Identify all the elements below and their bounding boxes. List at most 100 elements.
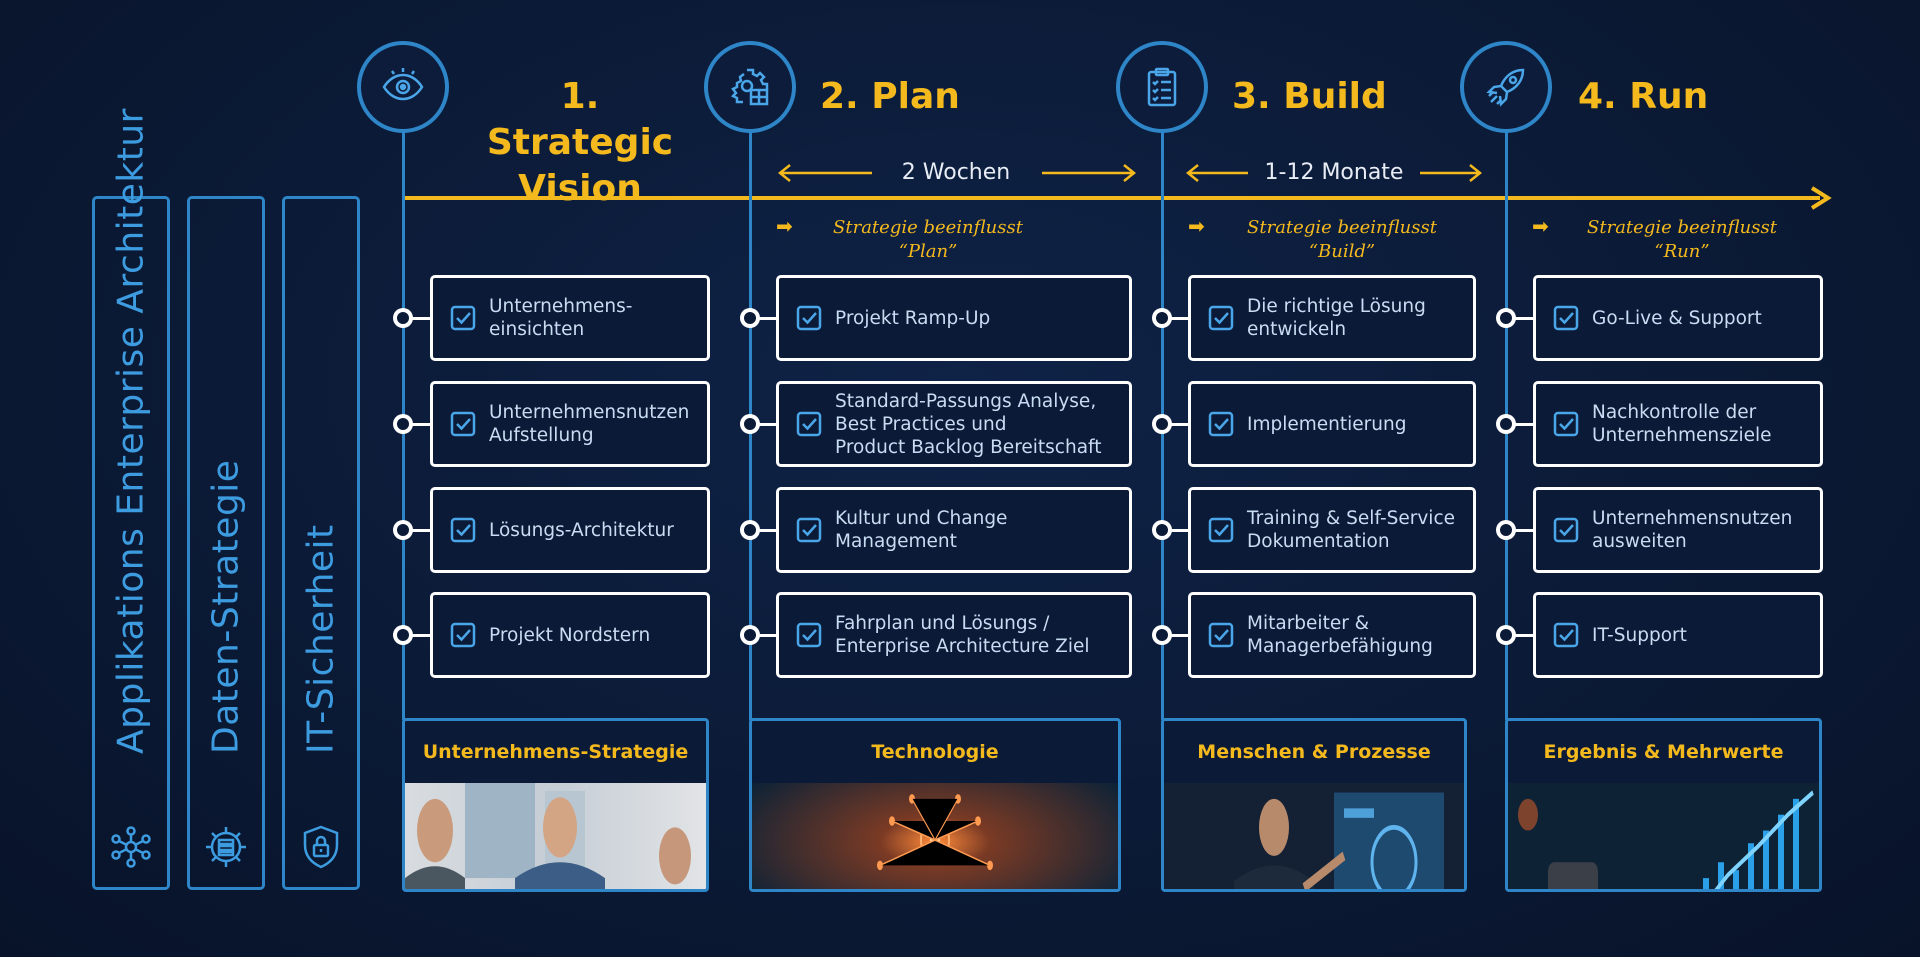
phase-1-title-line1: 1. Strategic — [486, 76, 674, 163]
connector-line — [1171, 423, 1188, 426]
growth-chart-photo — [1508, 783, 1819, 889]
panel-results-value-title: Ergebnis & Mehrwerte — [1543, 741, 1784, 763]
phase-1-title: 1. Strategic Vision — [468, 74, 692, 212]
checkbox-checked-icon — [1553, 305, 1579, 331]
phase-2-circle — [704, 41, 796, 133]
note-run-line2: “Run” — [1654, 241, 1710, 262]
sidebar-box-data-strategy: Daten-Strategie — [187, 196, 265, 890]
network-nodes-icon — [111, 826, 151, 868]
task-card: Lösungs-Architektur — [430, 487, 710, 573]
task-card: IT-Support — [1533, 592, 1823, 678]
connector-line — [759, 529, 776, 532]
note-build: Strategie beeinflusst “Build” — [1222, 216, 1462, 264]
panel-technology-title: Technologie — [871, 741, 999, 763]
connector-line — [1171, 529, 1188, 532]
connector-dot — [393, 520, 413, 540]
gear-grid-icon — [730, 68, 769, 106]
connector-dot — [393, 414, 413, 434]
connector-dot — [393, 308, 413, 328]
checkbox-checked-icon — [1208, 517, 1234, 543]
phase-4-circle — [1460, 41, 1552, 133]
phase-4-title-text: 4. Run — [1578, 76, 1709, 117]
note-arrow-icon-plan: ➡ — [776, 214, 793, 238]
phase-2-title-text: 2. Plan — [820, 76, 960, 117]
phase-3-circle — [1116, 41, 1208, 133]
connector-line — [1515, 634, 1533, 637]
checkbox-checked-icon — [796, 411, 822, 437]
task-card-label: Implementierung — [1247, 413, 1407, 435]
connector-line — [759, 634, 776, 637]
panel-business-strategy: Unternehmens-Strategie — [402, 718, 709, 892]
task-card: Fahrplan und Lösungs / Enterprise Archit… — [776, 592, 1132, 678]
connector-line — [1515, 317, 1533, 320]
data-gear-icon — [206, 827, 246, 867]
connector-dot — [1152, 414, 1172, 434]
duration-plan: 2 Wochen — [901, 160, 1011, 185]
task-card: Standard-Passungs Analyse, Best Practice… — [776, 381, 1132, 467]
connector-line — [412, 317, 430, 320]
checkbox-checked-icon — [450, 517, 476, 543]
connector-dot — [1496, 414, 1516, 434]
task-card-label: Kultur und Change Management — [835, 508, 1008, 552]
connector-line — [1515, 529, 1533, 532]
duration-arrow-plan — [778, 164, 1136, 182]
sidebar-label-it-security: IT-Sicherheit — [300, 524, 342, 754]
panel-people-processes-title: Menschen & Prozesse — [1197, 741, 1431, 763]
eye-icon — [382, 68, 424, 101]
note-arrow-icon-run: ➡ — [1532, 214, 1549, 238]
task-card-label: Standard-Passungs Analyse, Best Practice… — [835, 390, 1102, 458]
timeline-arrow — [402, 186, 1832, 210]
connector-dot — [1152, 520, 1172, 540]
connector-dot — [1496, 520, 1516, 540]
connector-dot — [740, 308, 760, 328]
checkbox-checked-icon — [450, 411, 476, 437]
checkbox-checked-icon — [796, 305, 822, 331]
phase-3-title: 3. Build — [1232, 74, 1387, 120]
connector-dot — [740, 625, 760, 645]
sidebar-box-enterprise-architecture: Applikations Enterprise Architektur — [92, 108, 170, 890]
checkbox-checked-icon — [1208, 305, 1234, 331]
task-card-label: Lösungs-Architektur — [489, 519, 674, 541]
note-plan-line1: Strategie beeinflusst — [833, 217, 1023, 238]
clipboard-checklist-icon — [1147, 67, 1177, 107]
note-plan: Strategie beeinflusst “Plan” — [808, 216, 1048, 264]
phase-3-title-text: 3. Build — [1232, 76, 1387, 117]
task-card-label: IT-Support — [1592, 624, 1687, 646]
checkbox-checked-icon — [450, 622, 476, 648]
note-build-line2: “Build” — [1308, 241, 1376, 262]
meeting-photo — [405, 783, 706, 889]
panel-technology: Technologie — [749, 718, 1121, 892]
connector-line — [759, 317, 776, 320]
task-card-label: Unternehmens- einsichten — [489, 296, 633, 340]
sidebar-label-data-strategy: Daten-Strategie — [205, 459, 247, 754]
checkbox-checked-icon — [796, 517, 822, 543]
task-card-label: Training & Self-Service Dokumentation — [1247, 508, 1455, 552]
panel-results-value: Ergebnis & Mehrwerte — [1505, 718, 1822, 892]
note-run-line1: Strategie beeinflusst — [1587, 217, 1777, 238]
task-card: Kultur und Change Management — [776, 487, 1132, 573]
task-card: Projekt Nordstern — [430, 592, 710, 678]
task-card: Unternehmens- einsichten — [430, 275, 710, 361]
connector-dot — [1496, 625, 1516, 645]
task-card: Projekt Ramp-Up — [776, 275, 1132, 361]
connector-line — [412, 634, 430, 637]
connector-dot — [740, 520, 760, 540]
checkbox-checked-icon — [1208, 622, 1234, 648]
task-card-label: Nachkontrolle der Unternehmensziele — [1592, 402, 1772, 446]
connector-line — [412, 423, 430, 426]
note-build-line1: Strategie beeinflusst — [1247, 217, 1437, 238]
duration-arrow-build — [1186, 164, 1482, 182]
task-card: Mitarbeiter & Managerbefähigung — [1188, 592, 1476, 678]
task-card: Training & Self-Service Dokumentation — [1188, 487, 1476, 573]
task-card-label: Projekt Ramp-Up — [835, 307, 991, 329]
connector-line — [1171, 634, 1188, 637]
note-run: Strategie beeinflusst “Run” — [1562, 216, 1802, 264]
task-card-label: Projekt Nordstern — [489, 624, 651, 646]
connector-dot — [1152, 625, 1172, 645]
network-hands-photo — [752, 783, 1118, 889]
task-card-label: Mitarbeiter & Managerbefähigung — [1247, 613, 1433, 657]
task-card: Unternehmensnutzen Aufstellung — [430, 381, 710, 467]
phase-4-title: 4. Run — [1578, 74, 1708, 120]
connector-dot — [1152, 308, 1172, 328]
checkbox-checked-icon — [450, 305, 476, 331]
